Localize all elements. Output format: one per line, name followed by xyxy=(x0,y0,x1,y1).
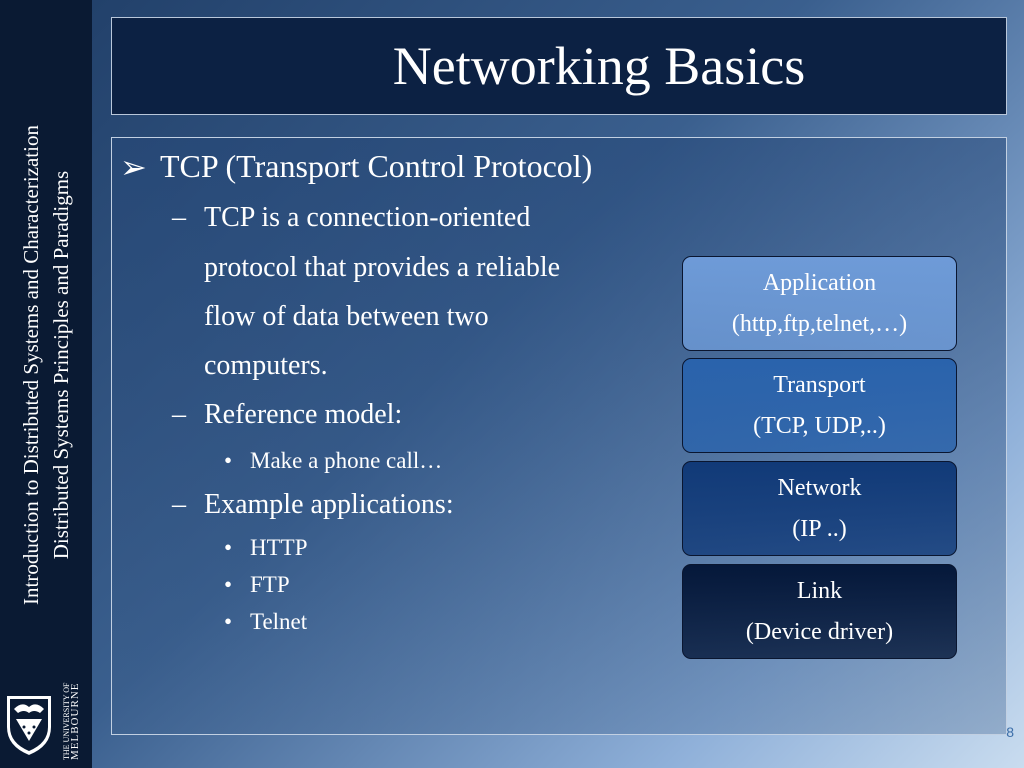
dot-marker: • xyxy=(224,572,233,597)
layer-transport: Transport (TCP, UDP,..) xyxy=(682,358,957,453)
sub3-item: HTTP xyxy=(250,535,308,560)
sub2-item: Make a phone call… xyxy=(250,448,443,473)
university-wordmark: THE UNIVERSITY OF MELBOURNE xyxy=(62,682,81,760)
layer-link: Link (Device driver) xyxy=(682,564,957,659)
sub3-item: Telnet xyxy=(250,609,308,634)
dash-marker: – xyxy=(172,489,186,520)
bullet-arrow-icon: ➢ xyxy=(120,149,147,185)
university-wordmark-big: MELBOURNE xyxy=(69,682,81,760)
dot-marker: • xyxy=(224,448,233,473)
sub3-heading: Example applications: xyxy=(204,489,454,520)
bullet-main: TCP (Transport Control Protocol) xyxy=(160,148,593,184)
dash-marker: – xyxy=(172,202,186,233)
sub1-line: TCP is a connection-oriented xyxy=(204,202,531,233)
university-logo xyxy=(0,683,92,768)
sub1-line: flow of data between two xyxy=(204,301,489,332)
layer-detail: (http,ftp,telnet,…) xyxy=(731,310,908,337)
sidebar-caption: Introduction to Distributed Systems and … xyxy=(16,65,76,665)
layer-name: Application xyxy=(762,269,877,296)
layer-name: Link xyxy=(796,577,843,604)
dash-marker: – xyxy=(172,399,186,430)
page-number: 8 xyxy=(1006,724,1014,740)
sub1-line: computers. xyxy=(204,350,328,381)
dot-marker: • xyxy=(224,609,233,634)
layer-application: Application (http,ftp,telnet,…) xyxy=(682,256,957,351)
layer-network: Network (IP ..) xyxy=(682,461,957,556)
sub2-heading: Reference model: xyxy=(204,399,403,430)
university-crest-icon xyxy=(5,694,53,758)
sidebar-line-book: Distributed Systems Principles and Parad… xyxy=(49,170,73,560)
sidebar-line-course: Introduction to Distributed Systems and … xyxy=(19,125,43,605)
title-box: Networking Basics xyxy=(111,17,1007,115)
sidebar: Introduction to Distributed Systems and … xyxy=(0,0,92,768)
layer-name: Network xyxy=(777,474,862,501)
layer-detail: (TCP, UDP,..) xyxy=(753,412,886,439)
layer-name: Transport xyxy=(773,371,866,398)
layer-detail: (IP ..) xyxy=(792,515,847,542)
dot-marker: • xyxy=(224,535,233,560)
sub1-line: protocol that provides a reliable xyxy=(204,252,561,283)
sub3-item: FTP xyxy=(250,572,290,597)
layer-detail: (Device driver) xyxy=(745,618,894,645)
slide-title: Networking Basics xyxy=(392,36,806,96)
